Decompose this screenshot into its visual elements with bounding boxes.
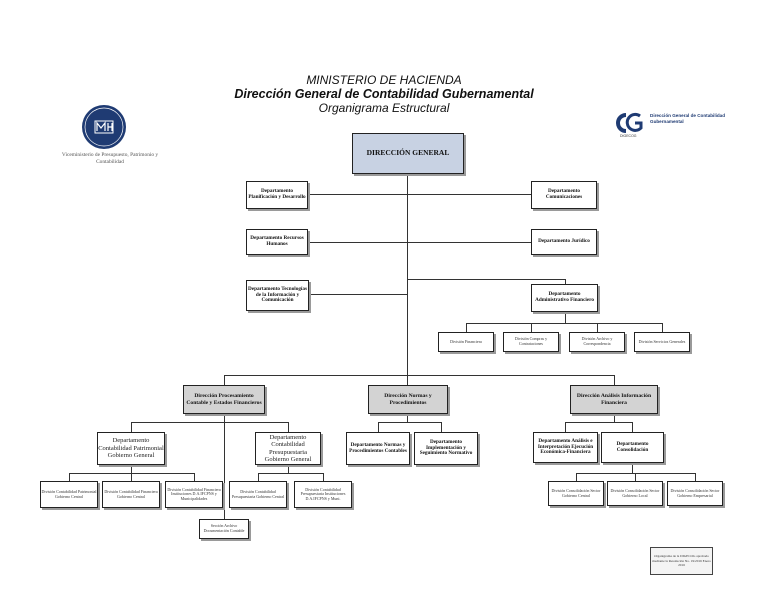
connector-line [131,465,132,473]
viceministry-label: Viceministerio de Presupuesto, Patrimoni… [61,152,159,165]
connector-line [407,414,408,422]
node-division-archivo: División Archivo y Correspondencia [569,332,625,352]
connector-line [258,473,259,481]
connector-line [695,473,696,481]
connector-line [258,473,323,474]
connector-line [131,473,132,481]
connector-line [288,465,289,473]
digecog-acronym: DIGECOG [620,134,637,138]
node-planificacion: Departamento Planificación y Desarrollo [246,181,308,209]
node-juridico: Departamento Jurídico [531,229,597,255]
connector-line [565,422,566,432]
node-normas-procedimientos: Departamento Normas y Procedimientos Con… [346,432,410,465]
node-division-servicios: División Servicios Generales [634,332,690,352]
approval-note: Organigrama de la DIGECOG aprobado media… [650,547,713,575]
connector-line [632,463,633,473]
connector-line [662,323,663,332]
connector-line [378,422,379,432]
ministry-title: MINISTERIO DE HACIENDA [306,73,462,87]
connector-line [614,414,615,422]
digecog-logo: Dirección General de Contabilidad Gubern… [612,112,725,139]
node-comunicaciones: Departamento Comunicaciones [531,181,597,209]
connector-line [531,323,532,332]
connector-line [466,323,467,332]
connector-line [69,473,70,481]
node-contabilidad-patrimonial: Departamento Contabilidad Patrimonial Go… [97,432,165,465]
node-division-instituciones: División Contabilidad Financiera Institu… [165,481,223,508]
node-direccion-general: DIRECCIÓN GENERAL [352,133,464,174]
node-division-financiera: División Financiera [438,332,494,352]
connector-line [288,422,289,432]
connector-line [565,279,566,284]
connector-line [632,422,633,432]
connector-line [565,312,566,323]
node-division-financiera-central: División Contabilidad Financiera Gobiern… [102,481,160,508]
node-division-presupuestaria-instituciones: División Contabilidad Presupuestaria Ins… [294,481,352,508]
node-administrativo-financiero: Departamento Administrativo Financiero [531,284,598,312]
connector-line [194,473,195,481]
connector-line [224,414,225,539]
digecog-name: Dirección General de Contabilidad Gubern… [650,113,726,124]
connector-line [614,375,615,385]
node-analisis-interpretacion: Departamento Análisis e Interpretación E… [533,432,598,463]
connector-line [466,323,662,324]
node-contabilidad-presupuestaria: Departamento Contabilidad Presupuestaria… [255,432,321,465]
connector-line [224,375,225,385]
connector-line [576,473,577,481]
connector-line [635,473,636,481]
cg-logo-icon [616,112,643,133]
node-direccion-procesamiento: Dirección Procesamiento Contable y Estad… [183,385,265,414]
node-recursos-humanos: Departamento Recursos Humanos [246,229,308,255]
connector-line [309,294,407,295]
node-consolidacion: Departamento Consolidación [601,432,664,463]
node-implementacion-seguimiento: Departamento Implementación y Seguimient… [414,432,478,465]
node-division-compras: División Compras y Contrataciones [503,332,559,352]
node-division-presupuestaria-central: División Contabilidad Presupuestaria Gob… [229,481,287,508]
connector-line [131,422,132,432]
node-division-patrimonial-central: División Contabilidad Patrimonial Gobier… [40,481,98,508]
connector-line [378,422,441,423]
connector-line [131,422,288,423]
node-direccion-normas: Dirección Normas y Procedimientos [368,385,448,414]
connector-line [441,422,442,432]
node-seccion-archivo: Sección Archivo Documentación Contable [199,519,249,539]
node-direccion-analisis: Dirección Análisis Información Financier… [570,385,658,414]
node-consolidacion-central: División Consolidación Sector Gobierno C… [548,481,604,506]
connector-line [308,194,531,195]
node-consolidacion-empresarial: División Consolidación Sector Gobierno E… [667,481,723,506]
chart-subtitle: Organigrama Estructural [318,101,450,115]
connector-line [323,473,324,481]
agency-title: Dirección General de Contabilidad Gubern… [234,87,534,101]
connector-line [407,279,565,280]
connector-line [224,375,614,376]
connector-line [597,323,598,332]
node-tecnologias: Departamento Tecnologías de la Informaci… [246,280,309,311]
connector-line [565,422,632,423]
connector-line [308,242,531,243]
ministry-seal-logo [82,105,126,149]
node-consolidacion-local: División Consolidación Sector Gobierno L… [607,481,663,506]
